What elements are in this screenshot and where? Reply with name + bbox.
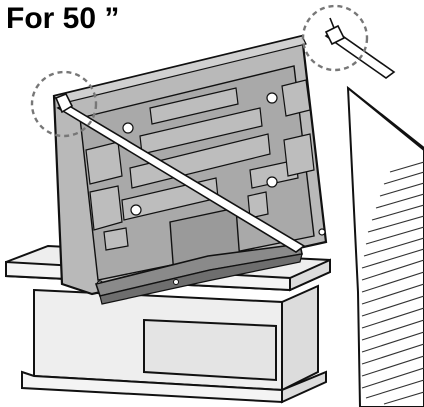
tv-stand-base <box>94 243 303 305</box>
strap-left-hook <box>54 92 74 114</box>
wall <box>346 85 424 407</box>
stand-rim <box>99 253 303 305</box>
rack-bottom-side <box>281 370 327 404</box>
rack-top-side <box>289 258 331 292</box>
anti-tip-strap-left <box>54 92 306 253</box>
anti-tip-strap-right <box>324 17 396 79</box>
model-size-caption: For 50 ” <box>6 2 120 35</box>
wall-hatching <box>361 161 424 405</box>
detail-circle-left <box>30 70 98 138</box>
rack-front-panel <box>143 318 277 382</box>
wall-edge <box>347 87 424 151</box>
stand-screw <box>173 279 179 285</box>
rack-body-side <box>281 284 319 392</box>
tv-screws <box>96 92 326 288</box>
detail-circle-right <box>301 4 369 72</box>
